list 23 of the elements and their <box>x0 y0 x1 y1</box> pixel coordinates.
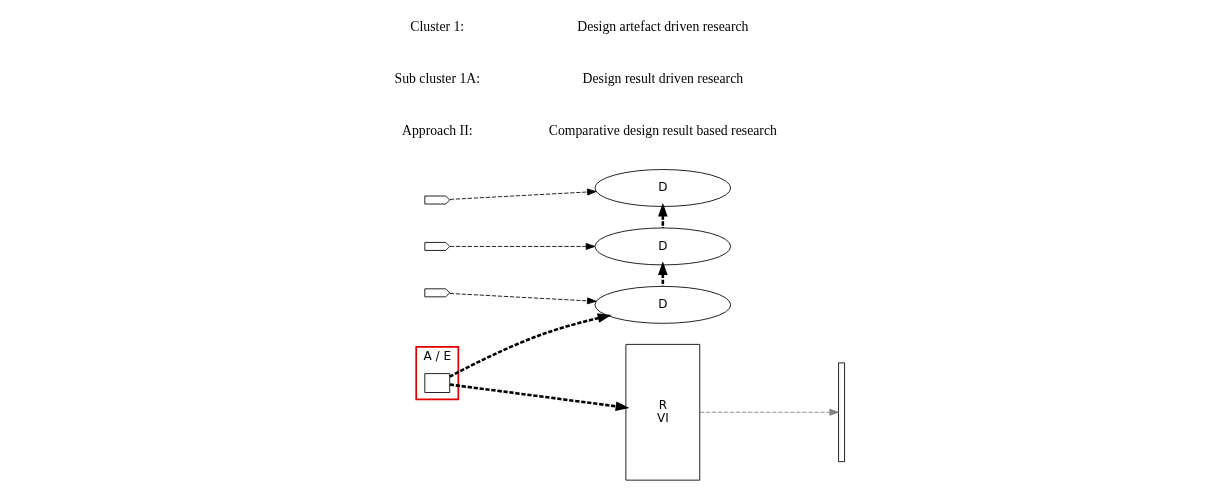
arrow <box>448 293 596 305</box>
arrow <box>448 188 596 200</box>
node-ellipse: D <box>594 169 731 207</box>
node-box <box>423 373 450 393</box>
arrow <box>699 408 839 416</box>
node-tag <box>423 288 450 298</box>
arrow <box>657 261 668 287</box>
node-box: R VI <box>624 343 700 481</box>
node-tag <box>423 242 450 251</box>
node-ellipse: D <box>594 227 731 266</box>
cluster: A / E <box>414 346 459 401</box>
label: Cluster 1: <box>409 18 464 34</box>
label: Sub cluster 1A: <box>394 71 480 86</box>
arrow <box>657 202 668 228</box>
label: Design artefact driven research <box>576 18 748 34</box>
arrow <box>448 243 595 250</box>
arrow <box>449 383 629 411</box>
node-tag <box>423 195 450 205</box>
arrow <box>448 313 611 378</box>
label: Comparative design result based research <box>548 123 777 139</box>
label: Approach II: <box>401 123 473 139</box>
label: Design result driven research <box>582 71 743 86</box>
node-bracket <box>837 362 845 463</box>
